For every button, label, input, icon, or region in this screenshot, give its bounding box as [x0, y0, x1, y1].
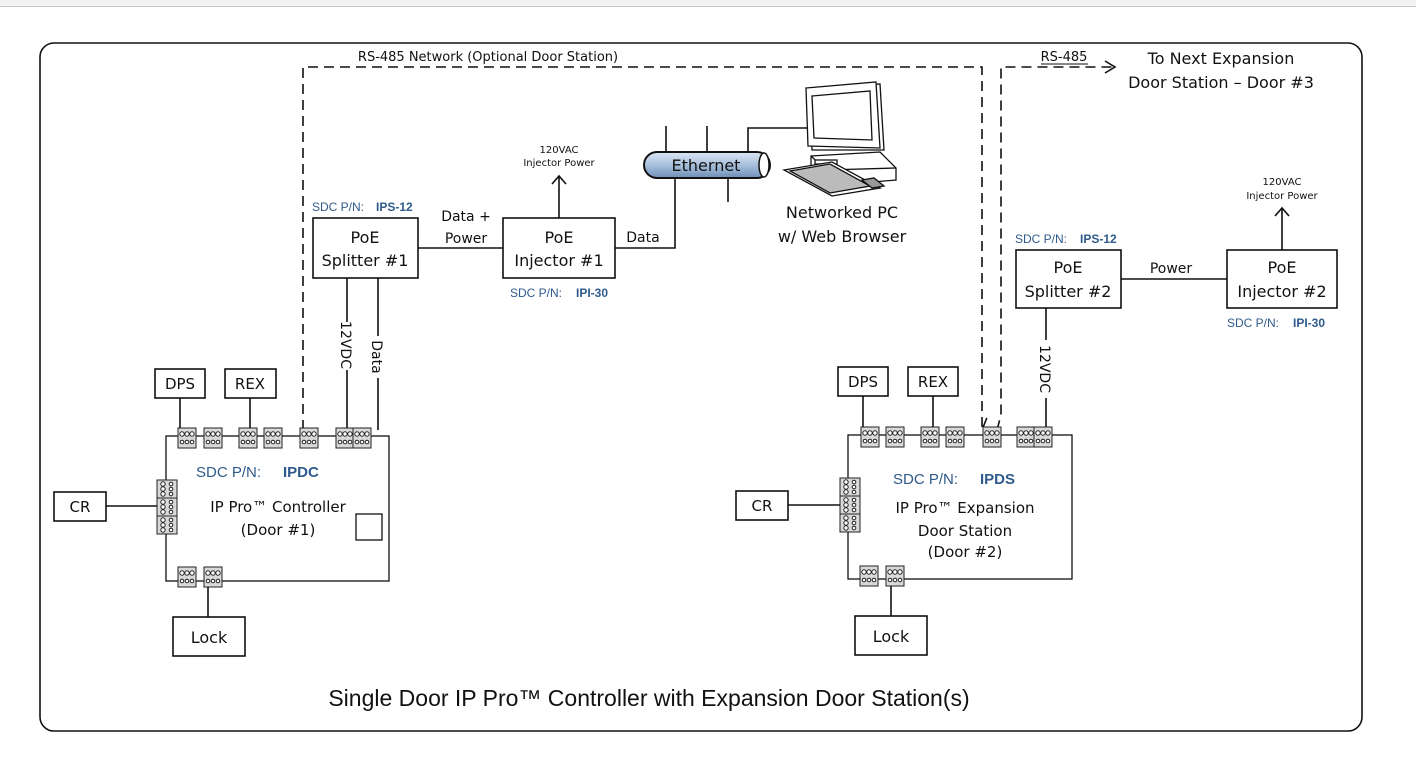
door-station-terminals-top [860, 426, 1053, 448]
rs485-label: RS-485 [1041, 50, 1088, 65]
lock-label-2: Lock [873, 627, 910, 646]
splitter1-line1: PoE [351, 228, 380, 247]
next-station-line1: To Next Expansion [1147, 49, 1295, 68]
injector2-line1: PoE [1268, 258, 1297, 277]
power-label: Power [1150, 261, 1193, 277]
pc-label-line1: Networked PC [786, 203, 898, 222]
injector1-line1: PoE [545, 228, 574, 247]
lock-label-1: Lock [191, 628, 228, 647]
splitter2-pn: IPS-12 [1080, 232, 1117, 246]
injector1-pn-prefix: SDC P/N: [510, 286, 562, 300]
injector2-power-line2: Injector Power [1246, 191, 1318, 202]
controller-pn-prefix: SDC P/N: [196, 464, 261, 481]
injector1-power-arrow-icon [551, 174, 567, 185]
splitter1-line2: Splitter #1 [322, 251, 409, 270]
rex-box-1 [224, 368, 277, 399]
ethernet-label: Ethernet [672, 156, 741, 175]
injector1-power-line2: Injector Power [523, 158, 595, 169]
rex-label-2: REX [918, 373, 948, 391]
diagram-frame [39, 42, 1363, 732]
injector2-power-arrow-icon [1274, 206, 1290, 217]
vdc12-label-left: 12VDC [337, 321, 353, 369]
splitter1-pn: IPS-12 [376, 200, 413, 214]
data-label: Data [626, 230, 659, 246]
top-bar [0, 0, 1416, 7]
injector2-pn: IPI-30 [1293, 316, 1325, 330]
ethernet-bus [643, 151, 771, 179]
controller-terminals-top [177, 427, 372, 449]
vdc12-label-right: 12VDC [1036, 345, 1052, 393]
dps-label-1: DPS [165, 375, 195, 393]
door-station-line2: Door Station [918, 522, 1012, 540]
splitter2-line2: Splitter #2 [1025, 282, 1112, 301]
rs485-network-line [302, 66, 989, 431]
rs485-arrow-icon [1104, 60, 1117, 74]
lock-box-1 [172, 616, 246, 657]
injector2-pn-prefix: SDC P/N: [1227, 316, 1279, 330]
diagram-title: Single Door IP Pro™ Controller with Expa… [328, 685, 969, 711]
dps-label-2: DPS [848, 373, 878, 391]
rs485-network-label: RS-485 Network (Optional Door Station) [358, 50, 618, 65]
splitter2-pn-prefix: SDC P/N: [1015, 232, 1067, 246]
rex-label-1: REX [235, 375, 265, 393]
data-vertical-label: Data [368, 340, 384, 373]
splitter2-line1: PoE [1054, 258, 1083, 277]
door-station-terminals-left [839, 477, 861, 533]
poe-splitter-2 [1015, 249, 1122, 309]
controller-line1: IP Pro™ Controller [210, 498, 346, 516]
door-station-pn: IPDS [980, 471, 1015, 488]
door-station-line3: (Door #2) [928, 543, 1003, 561]
next-station-line2: Door Station – Door #3 [1128, 73, 1314, 92]
data-power-label-1: Data + [441, 209, 491, 225]
injector1-power-line1: 120VAC [540, 145, 579, 156]
controller-terminals-left [156, 479, 178, 535]
injector2-line2: Injector #2 [1237, 282, 1326, 301]
injector1-line2: Injector #1 [514, 251, 603, 270]
controller-line2: (Door #1) [241, 521, 316, 539]
injector2-power-line1: 120VAC [1263, 177, 1302, 188]
pc-label-line2: w/ Web Browser [778, 227, 907, 246]
networked-pc-icon [782, 81, 897, 197]
door-station-line1: IP Pro™ Expansion [895, 499, 1034, 517]
poe-splitter-1 [312, 217, 419, 279]
ip-pro-expansion-door-station-board [847, 434, 1073, 580]
lock-box-2 [854, 615, 928, 656]
injector1-pn: IPI-30 [576, 286, 608, 300]
cr-label-1: CR [70, 498, 91, 516]
rex-box-2 [907, 366, 959, 397]
rs485-next-line [996, 66, 1113, 431]
controller-component [355, 513, 383, 541]
poe-injector-2 [1226, 249, 1338, 309]
cr-label-2: CR [752, 497, 773, 515]
door-station-pn-prefix: SDC P/N: [893, 471, 958, 488]
splitter1-pn-prefix: SDC P/N: [312, 200, 364, 214]
ip-pro-controller-board [165, 435, 390, 582]
data-power-label-2: Power [445, 231, 488, 247]
controller-pn: IPDC [283, 464, 319, 481]
